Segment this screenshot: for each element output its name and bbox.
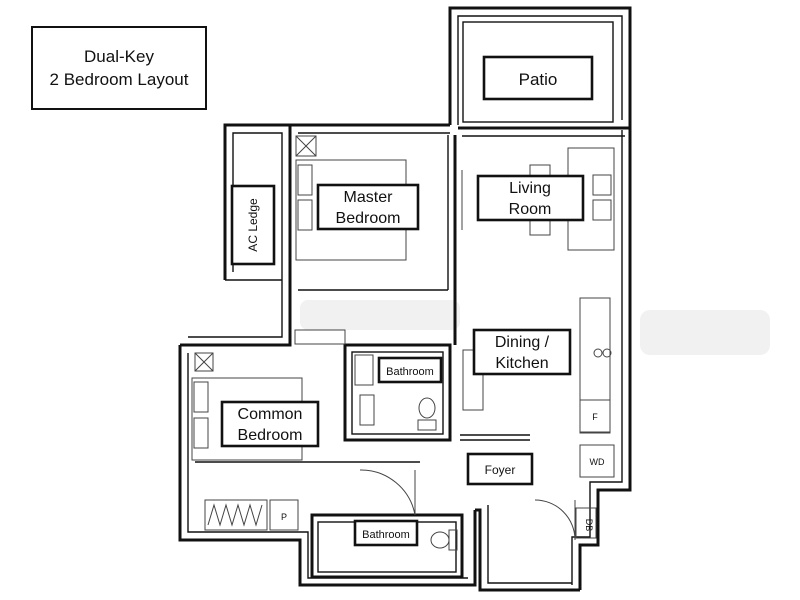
patio-label: Patio bbox=[519, 70, 558, 89]
dining-label-line1: Dining / bbox=[495, 334, 550, 351]
db-label: DB bbox=[584, 519, 594, 532]
common-label-line1: Common bbox=[238, 406, 303, 423]
master-label-line2: Bedroom bbox=[336, 210, 401, 227]
room-label-foyer: Foyer bbox=[466, 452, 534, 486]
fixture-fridge: F bbox=[579, 399, 611, 433]
title-line-1: Dual-Key bbox=[84, 47, 154, 66]
common-label-line2: Bedroom bbox=[238, 427, 303, 444]
title-line-2: 2 Bedroom Layout bbox=[49, 70, 189, 89]
internal-walls bbox=[195, 135, 530, 579]
fixture-washer-dryer: WD bbox=[579, 444, 615, 478]
room-label-master: Master Bedroom bbox=[316, 183, 420, 231]
bathroom-top-label: Bathroom bbox=[386, 366, 434, 378]
living-label-line2: Room bbox=[509, 201, 552, 218]
living-label-line1: Living bbox=[509, 180, 551, 197]
ac-ledge-label: AC Ledge bbox=[246, 198, 260, 252]
doors bbox=[359, 469, 576, 541]
foyer-label: Foyer bbox=[485, 463, 516, 477]
washer-dryer-label: WD bbox=[590, 457, 605, 467]
room-label-dining: Dining / Kitchen bbox=[472, 328, 572, 376]
p-label: P bbox=[281, 512, 287, 522]
layout-title-box: Dual-Key 2 Bedroom Layout bbox=[31, 26, 207, 110]
bathroom-bottom-label: Bathroom bbox=[362, 529, 410, 541]
dining-label-line2: Kitchen bbox=[495, 355, 548, 372]
master-label-line1: Master bbox=[344, 189, 394, 206]
outer-walls bbox=[178, 6, 632, 592]
fixture-p-common: P bbox=[269, 499, 299, 531]
room-label-patio: Patio bbox=[482, 55, 594, 101]
room-label-common: Common Bedroom bbox=[220, 400, 320, 448]
room-label-bathroom-bottom: Bathroom bbox=[353, 519, 419, 547]
room-label-bathroom-top: Bathroom bbox=[377, 356, 443, 384]
fixture-db: DB bbox=[575, 507, 597, 539]
room-label-ac-ledge: AC Ledge bbox=[230, 184, 276, 266]
room-label-living: Living Room bbox=[476, 174, 585, 222]
fridge-label: F bbox=[592, 412, 598, 422]
